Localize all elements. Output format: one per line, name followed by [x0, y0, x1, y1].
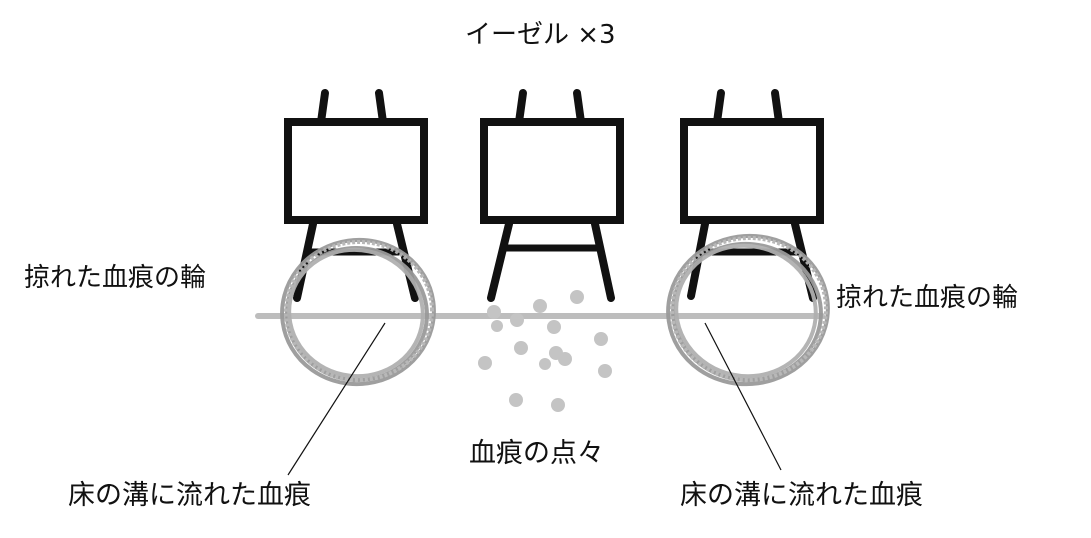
- easel-icon: [284, 89, 428, 302]
- label-groove-right: 床の溝に流れた血痕: [680, 480, 923, 511]
- easel-icon: [480, 89, 624, 302]
- blood-spot-icon: [598, 364, 612, 378]
- blood-ring-icon: [666, 233, 830, 387]
- easel-icon: [680, 89, 824, 302]
- blood-spot-icon: [547, 320, 561, 334]
- blood-spot-icon: [487, 305, 501, 319]
- label-blood-spots: 血痕の点々: [469, 438, 604, 469]
- blood-spot-icon: [514, 341, 528, 355]
- blood-spot-icon: [509, 393, 523, 407]
- blood-spot-icon: [551, 398, 565, 412]
- blood-spot-icon: [539, 358, 551, 370]
- blood-spots: [478, 290, 612, 412]
- label-smear-right: 掠れた血痕の輪: [836, 283, 1019, 313]
- diagram-title: イーゼル ×3: [465, 20, 616, 50]
- label-smear-left: 掠れた血痕の輪: [24, 263, 207, 293]
- leader-line: [287, 322, 386, 476]
- blood-spot-icon: [533, 299, 547, 313]
- blood-spot-icon: [594, 332, 608, 346]
- label-groove-left: 床の溝に流れた血痕: [68, 480, 311, 511]
- blood-spot-icon: [510, 313, 524, 327]
- leader-line: [704, 322, 782, 471]
- blood-spot-icon: [570, 290, 584, 304]
- blood-spot-icon: [491, 320, 503, 332]
- blood-spot-icon: [558, 352, 572, 366]
- blood-ring-icon: [280, 237, 436, 387]
- blood-spot-icon: [478, 356, 492, 370]
